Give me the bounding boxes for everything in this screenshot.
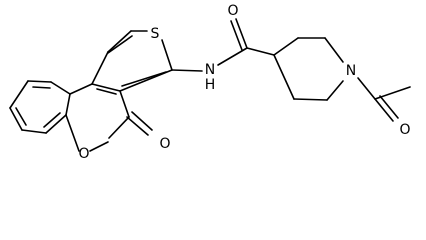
bond [91,83,121,92]
amide-hydrogen-label: H [205,77,216,93]
piperidine-nitrogen-label: N [346,63,356,79]
bond [15,107,27,126]
bond [65,114,80,152]
bond [43,112,61,128]
bond [273,54,295,100]
lactone-carbonyl-oxygen-label: O [159,136,170,152]
bond [230,20,243,51]
bond [27,80,52,83]
bond [21,129,47,134]
bond [217,47,248,66]
bond [65,93,71,116]
chemical-structure: S N H O N O O O [9,3,411,162]
amide-nitrogen-label: N [205,62,215,78]
bond [374,98,394,122]
bond [32,86,51,89]
bond [107,35,133,54]
bond [9,80,29,109]
bond [107,30,132,53]
bond [108,116,130,139]
bond [89,141,109,152]
bond [9,107,23,131]
bond [235,18,248,49]
bond [121,71,167,87]
bond [357,77,376,100]
bonds [9,18,411,152]
bond [161,39,173,71]
bond [246,47,275,56]
bond [293,98,328,101]
bond [126,116,149,136]
bond [45,114,67,134]
bond [131,111,153,131]
bond [326,80,344,101]
acetyl-oxygen-label: O [399,122,410,138]
bond [119,90,130,118]
bond [379,95,399,119]
bond [50,81,71,95]
bond [171,69,203,72]
bond [96,88,117,95]
bond [324,37,344,63]
bond [69,83,93,95]
sulfur-atom-label: S [151,26,160,42]
amide-oxygen-label: O [227,3,238,19]
atom-labels: S N H O N O O O [78,3,410,162]
bond [273,37,299,56]
bond [91,51,109,85]
lactone-ring-oxygen-label: O [78,146,89,162]
